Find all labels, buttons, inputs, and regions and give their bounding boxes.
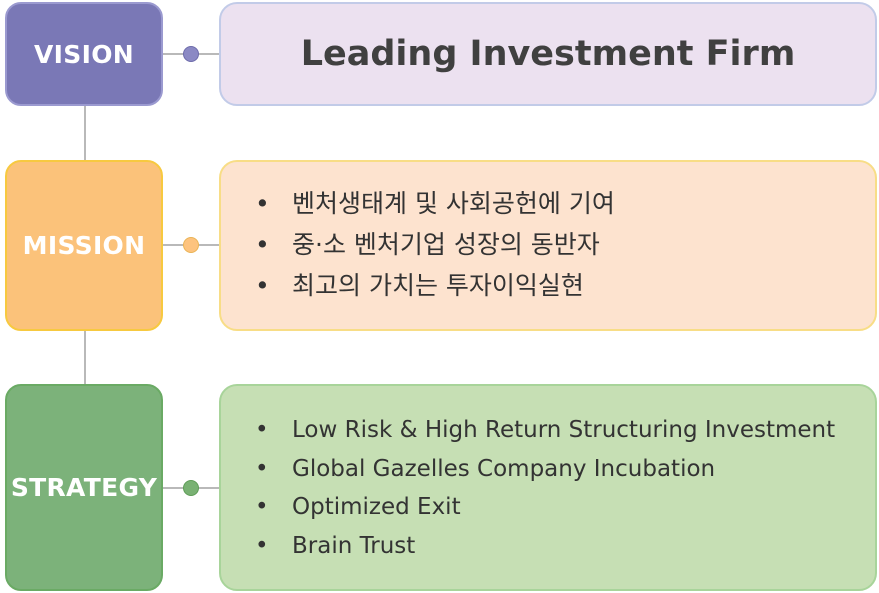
strategy-item-text: Low Risk & High Return Structuring Inves… xyxy=(292,417,836,443)
mission-item-text: 벤처생태계 및 사회공헌에 기여 xyxy=(292,189,615,218)
strategy-item-text: Global Gazelles Company Incubation xyxy=(292,455,716,482)
mission-list: • 벤처생태계 및 사회공헌에 기여 • 중·소 벤처기업 성장의 동반자 • … xyxy=(255,183,615,306)
list-item: • Optimized Exit xyxy=(255,488,835,527)
list-item: • Brain Trust xyxy=(255,527,835,566)
mission-item-text: 최고의 가치는 투자이익실현 xyxy=(292,271,584,300)
bullet-icon: • xyxy=(255,455,269,482)
bullet-icon: • xyxy=(255,532,269,559)
list-item: • 최고의 가치는 투자이익실현 xyxy=(255,265,615,306)
strategy-item-text: Optimized Exit xyxy=(292,494,461,520)
bullet-icon: • xyxy=(255,271,270,300)
list-item: • Global Gazelles Company Incubation xyxy=(255,450,835,489)
vision-dot-icon xyxy=(183,46,199,62)
bullet-icon: • xyxy=(255,230,270,259)
strategy-dot-icon xyxy=(183,480,199,496)
mission-content-box: • 벤처생태계 및 사회공헌에 기여 • 중·소 벤처기업 성장의 동반자 • … xyxy=(219,160,877,331)
vision-label: VISION xyxy=(34,39,134,69)
strategy-label-box: STRATEGY xyxy=(5,384,163,591)
mission-item-text: 중·소 벤처기업 성장의 동반자 xyxy=(292,230,600,259)
spine-line-bottom xyxy=(84,330,86,385)
list-item: • Low Risk & High Return Structuring Inv… xyxy=(255,411,835,450)
bullet-icon: • xyxy=(255,417,269,443)
list-item: • 중·소 벤처기업 성장의 동반자 xyxy=(255,224,615,265)
strategy-label: STRATEGY xyxy=(10,473,158,502)
mission-label: MISSION xyxy=(22,231,146,260)
strategy-list: • Low Risk & High Return Structuring Inv… xyxy=(255,411,835,565)
spine-line-top xyxy=(84,106,86,161)
vision-content-box: Leading Investment Firm xyxy=(219,2,877,106)
mission-label-box: MISSION xyxy=(5,160,163,331)
strategy-item-text: Brain Trust xyxy=(292,532,416,559)
list-item: • 벤처생태계 및 사회공헌에 기여 xyxy=(255,183,615,224)
bullet-icon: • xyxy=(255,189,270,218)
strategy-content-box: • Low Risk & High Return Structuring Inv… xyxy=(219,384,877,591)
vision-label-box: VISION xyxy=(5,2,163,106)
bullet-icon: • xyxy=(255,494,269,520)
vision-title: Leading Investment Firm xyxy=(300,34,796,74)
mission-dot-icon xyxy=(183,237,199,253)
